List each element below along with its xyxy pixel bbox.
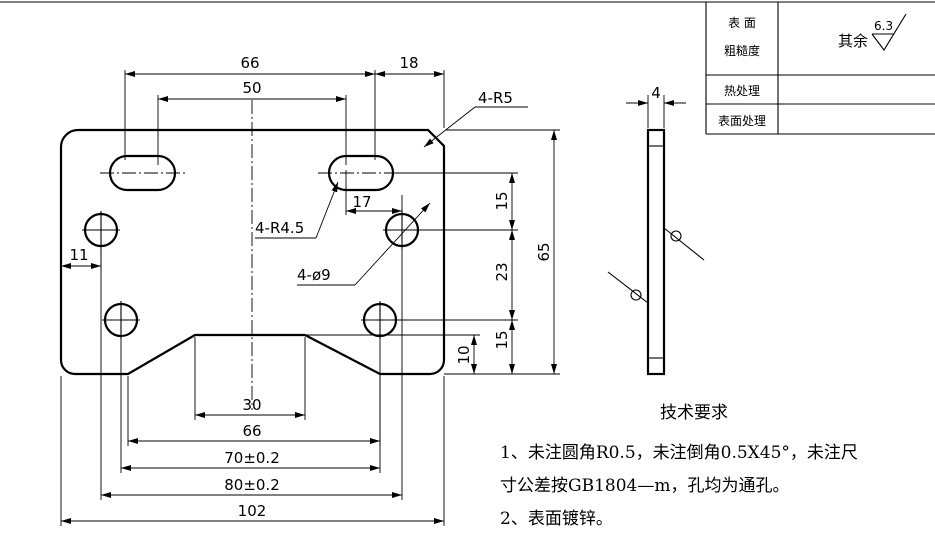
dim-66-top: 66 — [240, 54, 259, 72]
dim-18: 18 — [399, 54, 418, 72]
hole-top-left — [82, 211, 120, 249]
hole-bottom-right — [361, 301, 399, 339]
hole-top-right — [383, 211, 421, 249]
dim-4phi9: 4-ø9 — [297, 266, 331, 284]
leader-4r5 — [423, 106, 476, 148]
title-others: 其余 — [838, 32, 868, 50]
dim-50: 50 — [242, 79, 261, 97]
dim-4r45: 4-R4.5 — [255, 219, 304, 237]
title-block — [705, 2, 935, 135]
dim-70: 70±0.2 — [224, 449, 280, 467]
dim-15b: 15 — [493, 330, 511, 349]
leader-4phi9 — [354, 202, 431, 286]
roughness-symbol-left — [607, 271, 649, 304]
right-slot — [327, 154, 395, 192]
dim-15a: 15 — [493, 191, 511, 210]
dim-80: 80±0.2 — [224, 476, 280, 494]
title-roughness-value: 6.3 — [874, 19, 893, 33]
dim-23: 23 — [493, 262, 511, 281]
left-slot — [108, 154, 177, 192]
title-surface-treatment: 表面处理 — [718, 114, 766, 128]
roughness-symbol-right — [663, 227, 705, 261]
roughness-triangle-icon — [871, 13, 907, 51]
dim-4r5: 4-R5 — [478, 89, 513, 107]
leader-4r45 — [315, 181, 339, 239]
hole-bottom-left — [102, 301, 140, 339]
dim-17: 17 — [352, 193, 371, 211]
dim-4-side: 4 — [651, 84, 661, 102]
side-view-outline — [646, 128, 666, 376]
title-surface-roughness-1: 表 面 — [728, 16, 756, 30]
dim-65: 65 — [535, 242, 553, 261]
notes-line-3: 2、表面镀锌。 — [500, 509, 613, 529]
dim-10: 10 — [455, 345, 473, 364]
title-surface-roughness-2: 粗糙度 — [724, 43, 760, 58]
dim-11: 11 — [69, 246, 88, 264]
notes-line-2: 寸公差按GB1804—m，孔均为通孔。 — [500, 476, 789, 496]
dim-66-bottom: 66 — [242, 422, 261, 440]
dim-102: 102 — [238, 502, 267, 520]
plate-outline — [59, 128, 446, 376]
dim-30: 30 — [242, 396, 261, 414]
title-heat-treatment: 热处理 — [724, 84, 760, 98]
notes-line-1: 1、未注圆角R0.5，未注倒角0.5X45°，未注尺 — [500, 443, 858, 463]
notes-heading: 技术要求 — [660, 403, 728, 423]
